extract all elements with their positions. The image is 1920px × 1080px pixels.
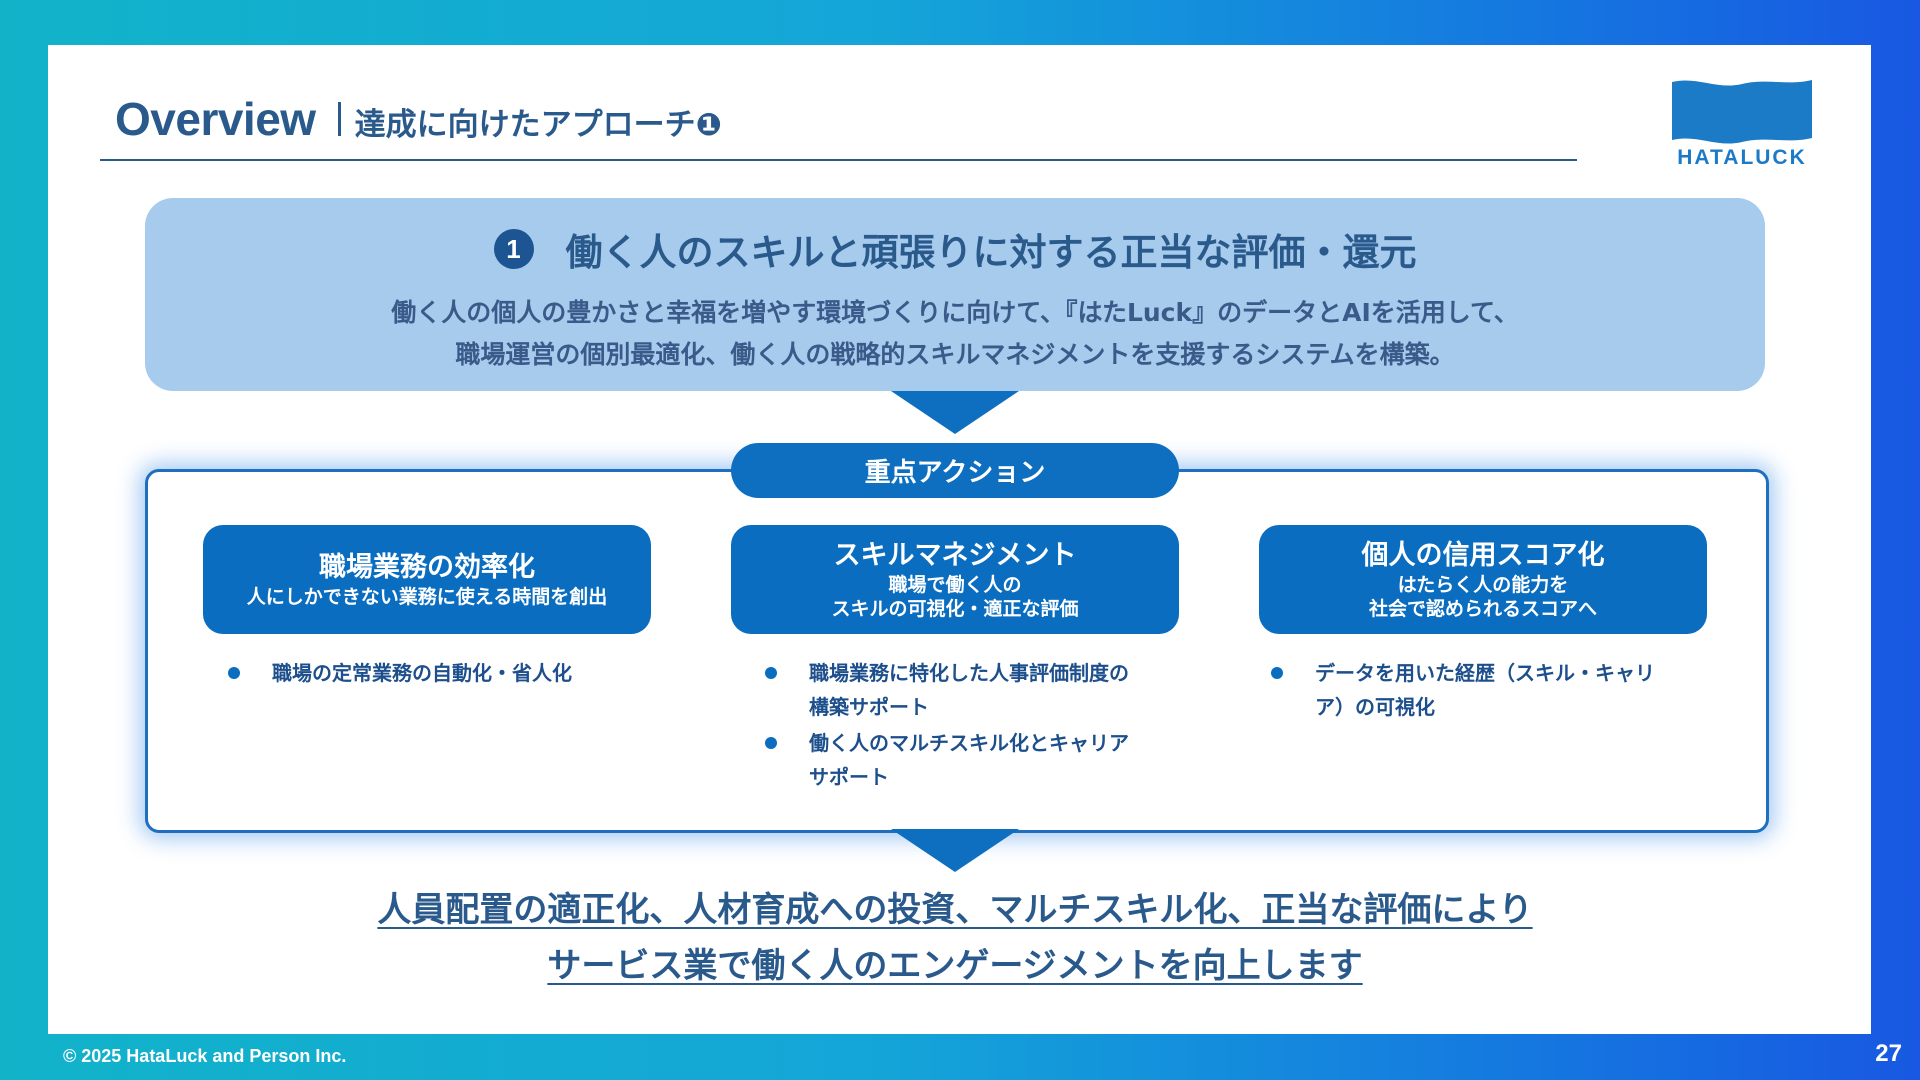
page-title: Overview 達成に向けたアプローチ❶ bbox=[115, 92, 722, 146]
card-subtitle-1: はたらく人の能力を bbox=[1397, 573, 1569, 596]
goal-box bbox=[145, 198, 1765, 391]
bullet-text: 働く人のマルチスキル化とキャリア サポート bbox=[809, 731, 1129, 789]
action-card-skill-management: スキルマネジメント 職場で働く人の スキルの可視化・適正な評価 bbox=[731, 525, 1179, 634]
list-item: 職場業務に特化した人事評価制度の 構築サポート bbox=[765, 656, 1185, 724]
card-subtitle-2: スキルの可視化・適正な評価 bbox=[831, 597, 1079, 620]
card-title: 職場業務の効率化 bbox=[319, 551, 535, 583]
bullet-icon bbox=[228, 667, 240, 679]
goal-heading: 1 働く人のスキルと頑張りに対する正当な評価・還元 bbox=[145, 222, 1765, 276]
goal-title: 働く人のスキルと頑張りに対する正当な評価・還元 bbox=[565, 231, 1417, 274]
conclusion: 人員配置の適正化、人材育成への投資、マルチスキル化、正当な評価により サービス業… bbox=[100, 882, 1810, 994]
bullet-icon bbox=[1271, 667, 1283, 679]
title-japanese: 達成に向けたアプローチ❶ bbox=[354, 107, 722, 143]
number-badge: 1 bbox=[493, 229, 534, 269]
card-bullets-skill-management: 職場業務に特化した人事評価制度の 構築サポート 働く人のマルチスキル化とキャリア… bbox=[765, 656, 1185, 796]
list-item: データを用いた経歴（スキル・キャリ ア）の可視化 bbox=[1271, 656, 1711, 724]
goal-description: 働く人の個人の豊かさと幸福を増やす環境づくりに向けて、『はたLuck』のデータと… bbox=[145, 292, 1765, 376]
bullet-text: 職場の定常業務の自動化・省人化 bbox=[272, 661, 572, 685]
card-title: 個人の信用スコア化 bbox=[1361, 539, 1605, 571]
card-subtitle: 人にしかできない業務に使える時間を創出 bbox=[246, 585, 608, 608]
list-item: 働く人のマルチスキル化とキャリア サポート bbox=[765, 726, 1185, 794]
card-subtitle-1: 職場で働く人の bbox=[888, 573, 1022, 596]
bullet-icon bbox=[765, 737, 777, 749]
title-divider bbox=[100, 159, 1577, 161]
goal-desc-line1: 働く人の個人の豊かさと幸福を増やす環境づくりに向けて、『はたLuck』のデータと… bbox=[391, 298, 1519, 327]
title-separator bbox=[337, 102, 341, 136]
flag-icon bbox=[1672, 80, 1812, 144]
goal-desc-line2: 職場運営の個別最適化、働く人の戦略的スキルマネジメントを支援するシステムを構築。 bbox=[455, 340, 1455, 369]
card-bullets-efficiency: 職場の定常業務の自動化・省人化 bbox=[228, 656, 648, 692]
action-card-efficiency: 職場業務の効率化 人にしかできない業務に使える時間を創出 bbox=[203, 525, 651, 634]
arrow-down-icon bbox=[891, 829, 1019, 872]
arrow-down-icon bbox=[891, 391, 1019, 434]
conclusion-line2: サービス業で働く人のエンゲージメントを向上します bbox=[547, 946, 1363, 986]
copyright: © 2025 HataLuck and Person Inc. bbox=[63, 1046, 347, 1066]
card-title: スキルマネジメント bbox=[833, 539, 1077, 571]
title-english: Overview bbox=[115, 93, 316, 145]
bullet-icon bbox=[765, 667, 777, 679]
logo-text: HATALUCK bbox=[1677, 146, 1807, 169]
conclusion-line1: 人員配置の適正化、人材育成への投資、マルチスキル化、正当な評価により bbox=[377, 890, 1533, 930]
card-subtitle-2: 社会で認められるスコアへ bbox=[1368, 597, 1597, 620]
hataluck-logo: HATALUCK bbox=[1672, 78, 1812, 169]
list-item: 職場の定常業務の自動化・省人化 bbox=[228, 656, 648, 690]
bullet-text: 職場業務に特化した人事評価制度の 構築サポート bbox=[809, 661, 1129, 719]
page-number: 27 bbox=[1875, 1040, 1902, 1067]
actions-label: 重点アクション bbox=[731, 443, 1179, 498]
card-bullets-credit-score: データを用いた経歴（スキル・キャリ ア）の可視化 bbox=[1271, 656, 1711, 726]
action-card-credit-score: 個人の信用スコア化 はたらく人の能力を 社会で認められるスコアへ bbox=[1259, 525, 1707, 634]
bullet-text: データを用いた経歴（スキル・キャリ ア）の可視化 bbox=[1315, 661, 1655, 719]
